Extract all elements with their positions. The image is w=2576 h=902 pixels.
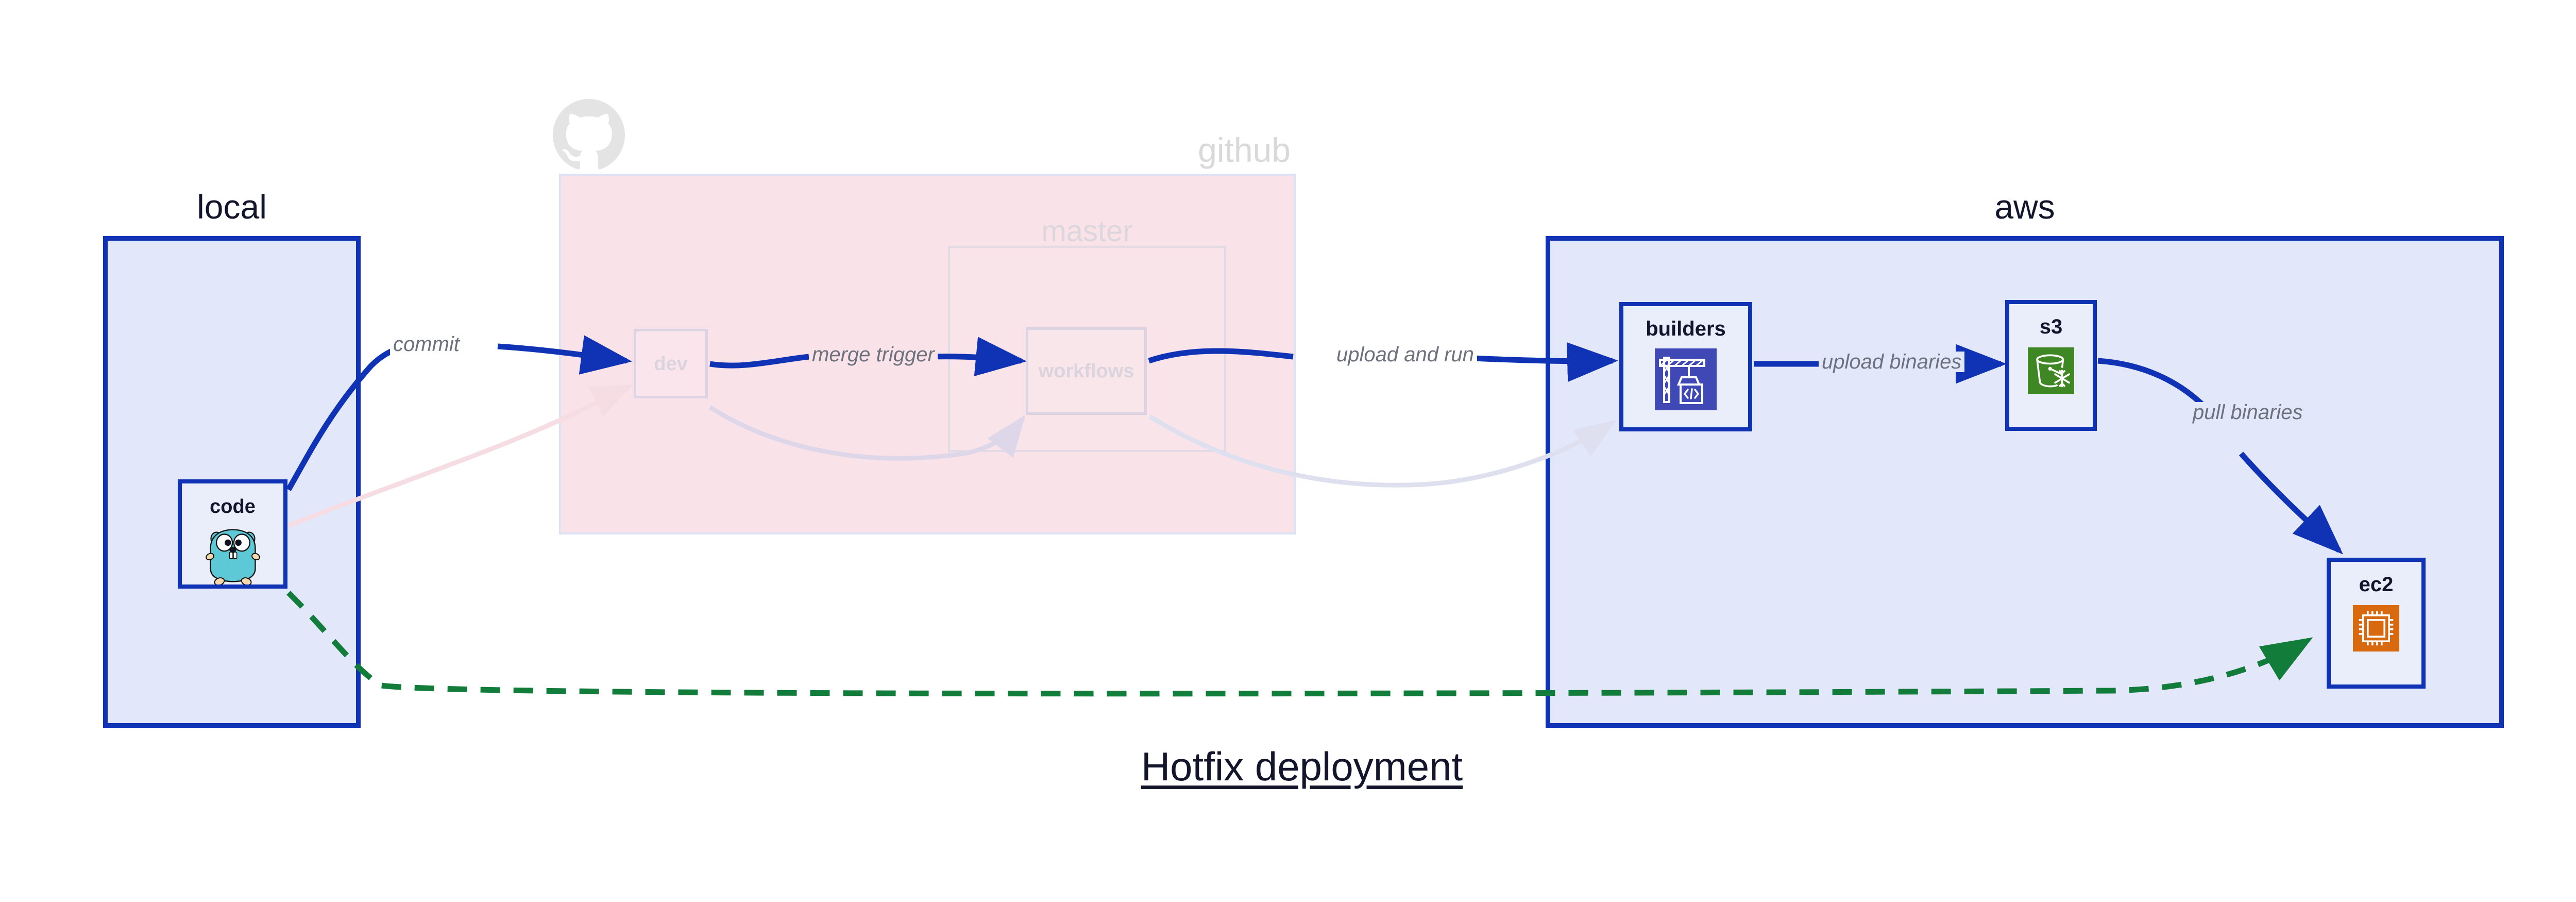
node-s3-label: s3 bbox=[2039, 315, 2063, 338]
edge-label-merge-trigger: merge trigger bbox=[809, 344, 938, 365]
aws-s3-bucket-snowflake-icon bbox=[2028, 347, 2074, 394]
edge-label-commit: commit bbox=[390, 334, 463, 355]
aws-ec2-chip-icon bbox=[2353, 605, 2399, 652]
node-ec2[interactable]: ec2 bbox=[2327, 558, 2426, 689]
group-github-label: github bbox=[1198, 131, 1291, 169]
node-workflows[interactable]: workflows bbox=[1026, 327, 1147, 415]
go-gopher-icon bbox=[205, 529, 260, 584]
aws-codebuild-crane-icon bbox=[1655, 348, 1717, 410]
edge-label-pull-binaries: pull binaries bbox=[2190, 402, 2306, 423]
page-title: Hotfix deployment bbox=[1141, 744, 1463, 789]
node-builders[interactable]: builders bbox=[1619, 302, 1752, 431]
node-workflows-label: workflows bbox=[1038, 360, 1134, 382]
group-aws-label: aws bbox=[1994, 188, 2055, 226]
node-dev-label: dev bbox=[654, 353, 688, 375]
group-local-label: local bbox=[197, 188, 267, 226]
group-master-label: master bbox=[1041, 214, 1133, 248]
node-dev[interactable]: dev bbox=[634, 329, 708, 398]
node-code-label: code bbox=[210, 496, 256, 517]
node-builders-label: builders bbox=[1646, 318, 1726, 340]
node-s3[interactable]: s3 bbox=[2005, 300, 2097, 431]
edge-label-upload-and-run: upload and run bbox=[1333, 344, 1477, 365]
node-ec2-label: ec2 bbox=[2359, 573, 2394, 596]
edge-label-upload-binaries: upload binaries bbox=[1819, 352, 1965, 372]
node-code[interactable]: code bbox=[178, 479, 287, 589]
github-octocat-icon bbox=[553, 99, 625, 170]
